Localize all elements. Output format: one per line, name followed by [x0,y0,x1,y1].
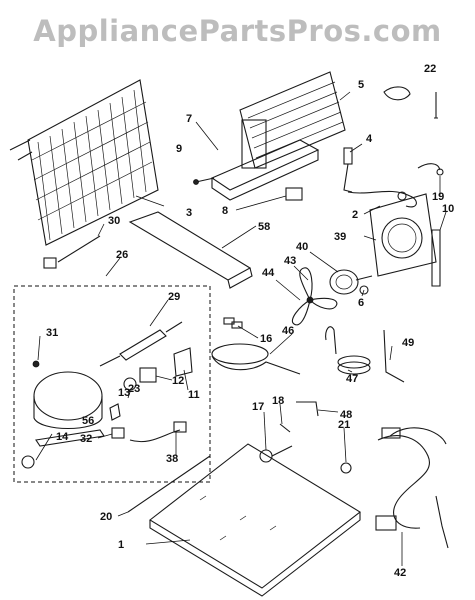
callout-43: 43 [284,255,296,267]
heater-terminal-wire [434,92,438,119]
terminal-32 [111,427,125,439]
defrost-thermostat [343,147,353,193]
callout-10: 10 [442,203,454,215]
tube-10 [431,229,441,287]
screw-9 [193,177,215,185]
callout-39: 39 [334,231,346,243]
overload-12 [139,367,157,383]
callout-22: 22 [424,63,436,75]
sensor-22 [383,86,411,101]
callout-1: 1 [118,539,124,551]
callout-4: 4 [366,133,373,145]
callout-32: 32 [80,433,92,445]
callout-3: 3 [186,207,192,219]
tube-49 [383,329,405,383]
callout-40: 40 [296,241,308,253]
callout-19: 19 [432,191,444,203]
callout-58: 58 [258,221,270,233]
callout-5: 5 [358,79,364,91]
callout-47: 47 [346,373,358,385]
callout-8: 8 [222,205,228,217]
cable-30 [43,235,101,269]
callout-17: 17 [252,401,264,413]
wiring-harness-42 [375,427,449,549]
thermistor-19 [417,163,444,176]
callout-26: 26 [116,249,128,261]
callout-2: 2 [352,209,358,221]
heater-bracket [210,139,320,201]
callout-18: 18 [272,395,284,407]
callout-20: 20 [100,511,112,523]
bolt-18 [279,423,291,433]
harness-38 [129,421,187,443]
drain-tube-46 [211,343,301,375]
callout-30: 30 [108,215,120,227]
callout-49: 49 [402,337,414,349]
callouts: 1 2 3 4 5 6 7 8 9 10 11 12 13 [35,63,454,579]
callout-12: 12 [172,375,184,387]
tube-48 [296,401,319,417]
start-capacitor-29 [99,321,183,367]
clip-16 [223,317,243,329]
callout-46: 46 [282,325,294,337]
callout-14: 14 [56,431,69,443]
callout-29: 29 [168,291,180,303]
callout-9: 9 [176,143,182,155]
tube-47 [325,326,371,375]
callout-23: 23 [128,383,140,395]
callout-16: 16 [260,333,272,345]
grommet-6 [359,285,369,295]
callout-6: 6 [358,297,364,309]
callout-21: 21 [338,419,350,431]
callout-44: 44 [262,267,275,279]
fan-motor [329,269,373,295]
base-pan [149,443,361,597]
wire-harness-2 [347,190,417,208]
evaporator-coil [9,79,159,246]
drain-trough [128,211,253,289]
defrost-heater [239,71,346,169]
callout-31: 31 [46,327,58,339]
compressor-group-box [13,285,211,483]
bracket-11 [173,347,193,377]
callout-7: 7 [186,113,192,125]
callout-13: 13 [118,387,130,399]
callout-56: 56 [82,415,94,427]
callout-38: 38 [166,453,178,465]
watermark-text: AppliancePartsPros.com [33,14,442,48]
foot-21 [340,462,352,474]
tube-20 [127,455,211,513]
fan-blade [292,267,338,326]
callout-42: 42 [394,567,406,579]
callout-11: 11 [188,389,200,401]
callout-48: 48 [340,409,352,421]
clip-56 [109,403,121,421]
relay-23 [123,377,137,391]
fan-shroud [369,193,437,277]
